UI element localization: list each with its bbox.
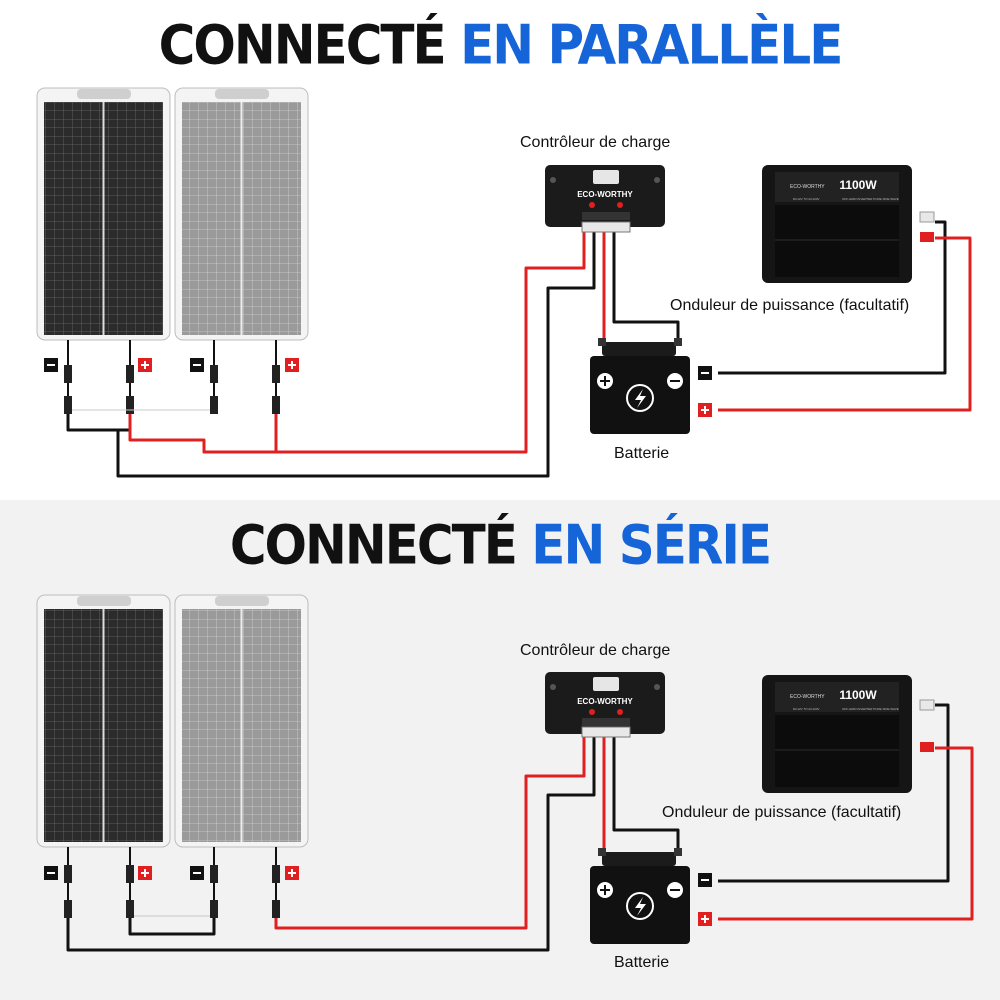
parallel-diagram: ECO-WORTHY ECO-WORTHY 1100W DC12V: [36, 87, 972, 478]
series-heading: CONNECTÉ EN SÉRIE: [0, 507, 1000, 583]
plus-badge-icon: [138, 358, 712, 417]
inverter-label: Onduleur de puissance (facultatif): [662, 804, 902, 821]
controller-brand: ECO-WORTHY: [577, 697, 633, 706]
inverter-spec-left: DC12V TO AC120V: [793, 707, 819, 711]
plus-badge-icon: [138, 866, 712, 926]
heading-part-1: CONNECTÉ: [229, 513, 518, 577]
lightning-bolt-icon: [626, 384, 654, 412]
power-inverter: ECO-WORTHY 1100W DC12V TO AC120V OFF-GRI…: [762, 675, 935, 793]
parallel-heading: CONNECTÉ EN PARALLÈLE: [0, 7, 1000, 83]
inverter-power: 1100W: [839, 688, 877, 702]
battery: [590, 338, 690, 434]
solar-panel-2: [174, 594, 309, 848]
series-diagram: ECO-WORTHY ECO-WORTHY 1100W DC12V: [36, 594, 974, 952]
inverter-brand: ECO-WORTHY: [790, 694, 825, 700]
power-inverter: ECO-WORTHY 1100W DC12V TO AC120V OFF-GRI…: [762, 165, 935, 283]
controller-brand: ECO-WORTHY: [577, 190, 633, 199]
inverter-brand: ECO-WORTHY: [790, 184, 825, 190]
minus-badge-icon: [44, 866, 712, 887]
inverter-spec-right: OFF-GRID INVERTER PURE SINE WAVE: [842, 707, 899, 711]
mc4-connector-icon: [64, 340, 280, 414]
heading-part-1: CONNECTÉ: [158, 13, 447, 77]
parallel-section: CONNECTÉ EN PARALLÈLE: [0, 7, 1000, 478]
series-wiring: [66, 703, 974, 952]
inverter-spec-right: OFF-GRID INVERTER PURE SINE WAVE: [842, 197, 899, 201]
heading-part-2: EN SÉRIE: [531, 513, 772, 577]
charge-controller: ECO-WORTHY: [545, 672, 665, 738]
controller-label: Contrôleur de charge: [520, 134, 671, 151]
inverter-label: Onduleur de puissance (facultatif): [670, 297, 910, 314]
heading-part-2: EN PARALLÈLE: [460, 13, 843, 77]
minus-badge-icon: [44, 358, 712, 380]
solar-panel-1: [36, 594, 171, 848]
solar-panel-2: [174, 87, 309, 341]
inverter-spec-left: DC12V TO AC120V: [793, 197, 819, 201]
series-section: CONNECTÉ EN SÉRIE: [0, 500, 1000, 1000]
parallel-wiring: [66, 220, 972, 478]
inverter-power: 1100W: [839, 178, 877, 192]
battery-label: Batterie: [614, 954, 670, 971]
controller-label: Contrôleur de charge: [520, 642, 671, 659]
battery-label: Batterie: [614, 445, 670, 462]
mc4-connector-icon: [64, 847, 280, 918]
charge-controller: ECO-WORTHY: [545, 165, 665, 233]
lightning-bolt-icon: [626, 892, 654, 920]
solar-panel-1: [36, 87, 171, 341]
battery: [590, 848, 690, 944]
